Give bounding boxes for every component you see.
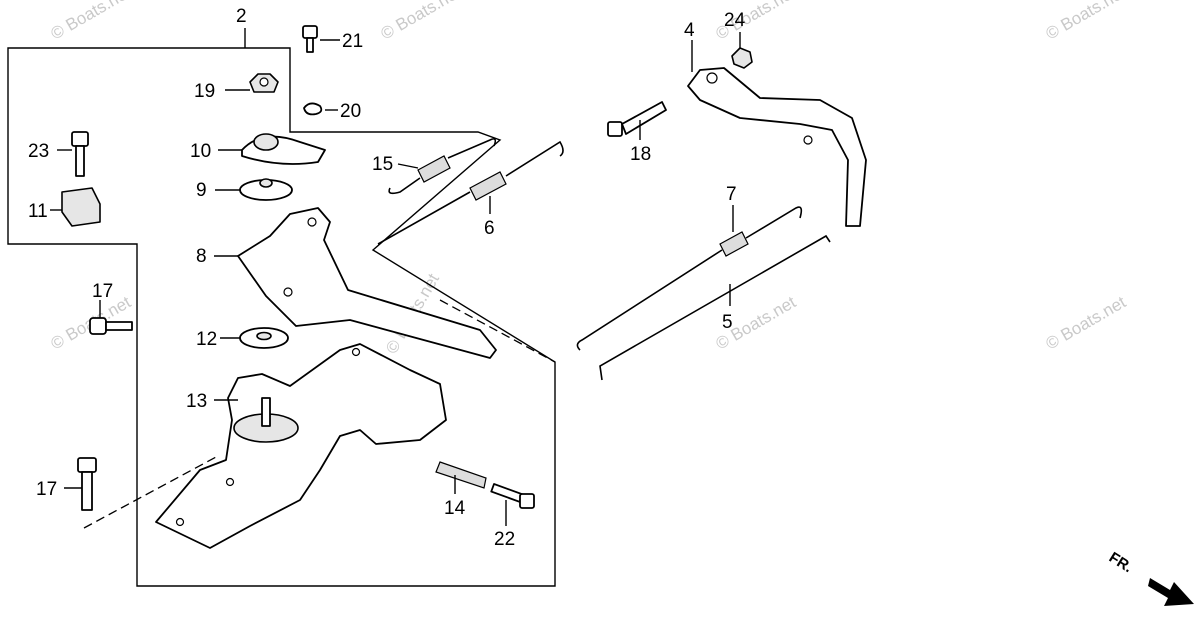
part-6-spring: [377, 140, 564, 245]
callout-14: 14: [444, 498, 466, 519]
callout-8: 8: [196, 246, 207, 267]
callout-23: 23: [28, 141, 49, 162]
part-4-lever-arm: [687, 40, 867, 227]
callout-9: 9: [196, 180, 207, 201]
callout-5: 5: [722, 312, 733, 333]
part-15-spring: [388, 138, 497, 195]
part-23-bolt: [57, 131, 89, 177]
callout-7: 7: [726, 184, 737, 205]
callout-19: 19: [194, 81, 215, 102]
callout-22: 22: [494, 529, 515, 550]
callout-13: 13: [186, 391, 207, 412]
callout-10: 10: [190, 141, 211, 162]
callout-17-upper: 17: [92, 281, 113, 302]
part-17-lower-bolt: [64, 457, 97, 511]
part-21-bolt: [302, 25, 340, 53]
watermark-1: © Boats.net: [48, 0, 135, 43]
part-13-base-bracket: [155, 343, 447, 549]
callout-20: 20: [340, 101, 361, 122]
guide-line-plate: [439, 299, 556, 363]
front-label: FR.: [1106, 549, 1136, 576]
callout-17-lower: 17: [36, 479, 57, 500]
part-7-spring-rod: [576, 205, 803, 351]
callout-24: 24: [724, 10, 746, 31]
callout-11: 11: [28, 201, 48, 222]
watermarks: © Boats.net © Boats.net © Boats.net © Bo…: [48, 0, 1130, 357]
callout-12: 12: [196, 329, 217, 350]
guide-line-bolt-17: [83, 455, 219, 529]
front-direction-indicator: FR.: [1106, 549, 1194, 606]
part-19-nut: [225, 73, 279, 93]
callout-6: 6: [484, 218, 495, 239]
watermark-2: © Boats.net: [378, 0, 465, 43]
part-22-bolt: [490, 483, 535, 526]
part-17-upper-bolt: [89, 300, 133, 335]
part-8-lever-plate: [214, 207, 497, 359]
part-24-nut: [731, 32, 753, 69]
part-14-spring: [435, 461, 487, 494]
callout-18: 18: [630, 144, 651, 165]
callout-2: 2: [236, 6, 247, 27]
part-20-clip: [303, 102, 338, 116]
callout-15: 15: [372, 154, 393, 175]
watermark-4: © Boats.net: [1043, 0, 1130, 43]
callout-4: 4: [684, 20, 695, 41]
part-10-cap: [218, 133, 326, 165]
watermark-8: © Boats.net: [1043, 292, 1130, 353]
part-12-washer: [220, 327, 289, 349]
part-11-clamp: [50, 187, 101, 227]
arrow-right-icon: [1148, 578, 1194, 606]
part-9-washer: [215, 178, 293, 201]
callout-21: 21: [342, 31, 363, 52]
part-18-pin: [607, 101, 667, 140]
part-5-rod: [599, 234, 831, 381]
